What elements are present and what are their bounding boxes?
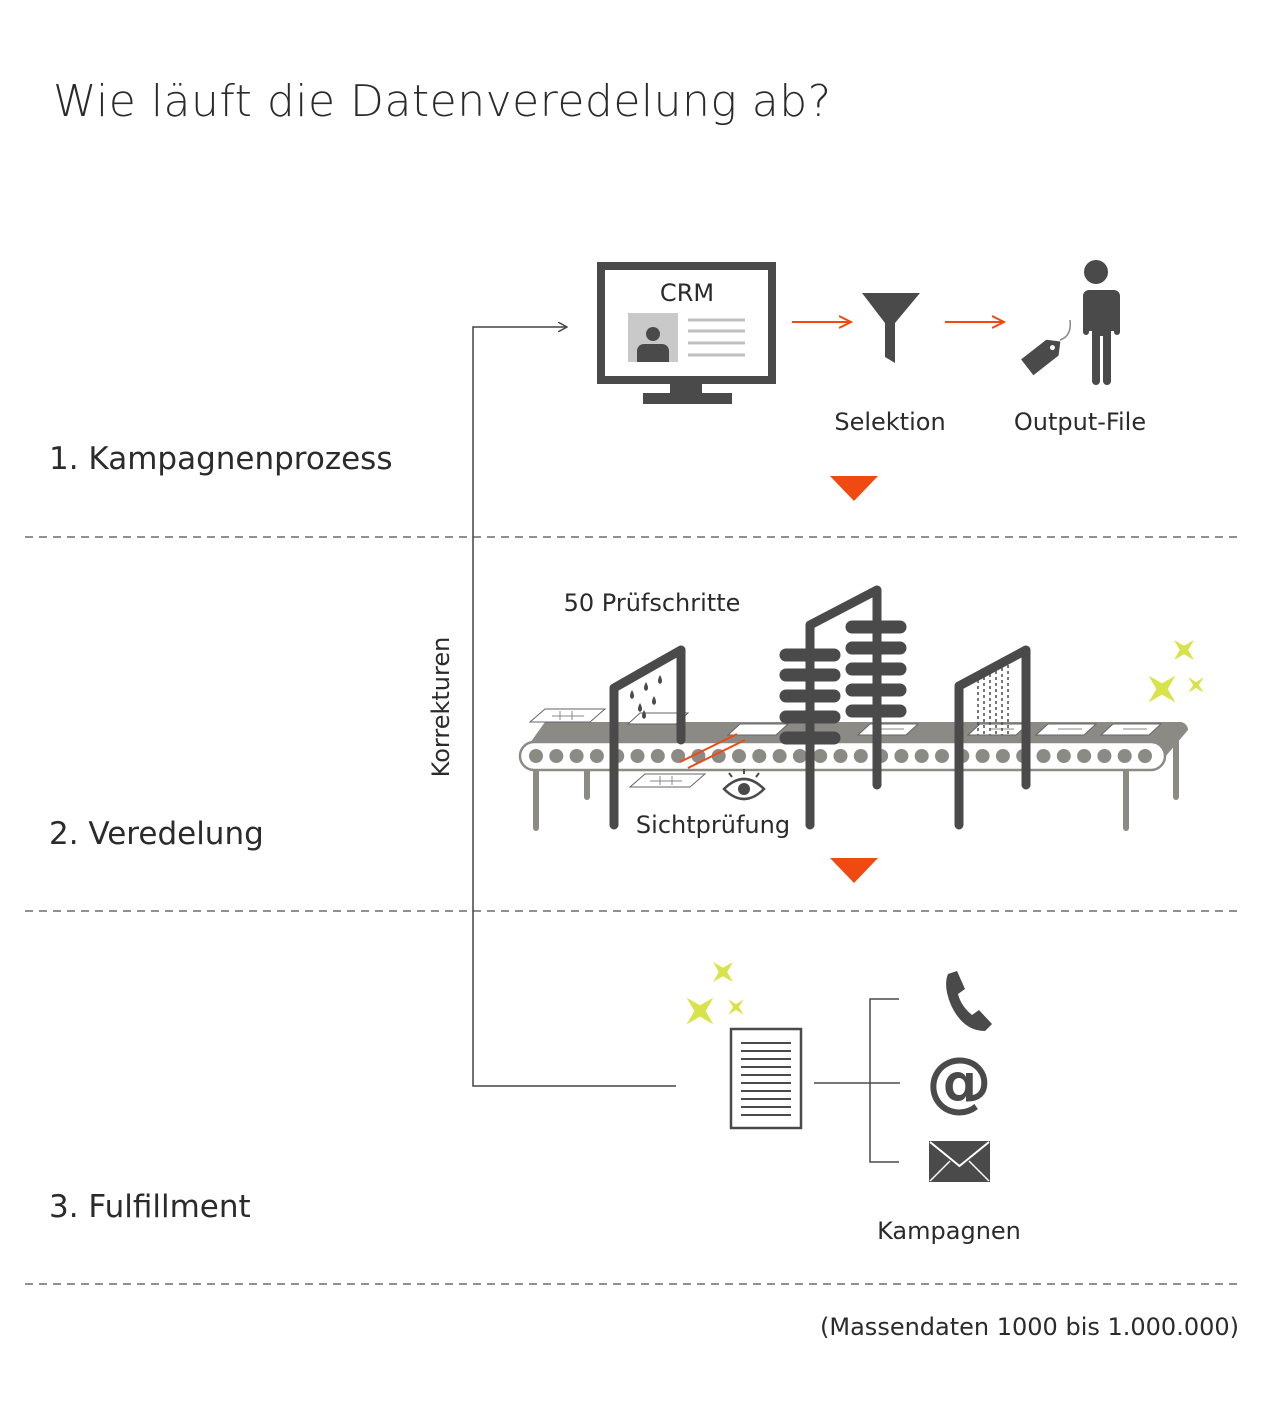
section-label-kampagnenprozess: 1. Kampagnenprozess bbox=[49, 441, 393, 477]
belt-roller bbox=[529, 749, 543, 763]
belt-roller bbox=[894, 749, 909, 763]
down-arrow-2-icon bbox=[830, 858, 878, 883]
belt-roller bbox=[935, 749, 949, 763]
belt-roller bbox=[853, 749, 868, 763]
belt-roller bbox=[671, 749, 686, 763]
section-label-veredelung: 2. Veredelung bbox=[49, 816, 264, 852]
output-file-label: Output-File bbox=[1013, 408, 1147, 436]
phone-icon bbox=[946, 971, 992, 1031]
page-title: Wie läuft die Datenveredelung ab? bbox=[53, 76, 832, 127]
belt-roller bbox=[1077, 749, 1092, 763]
belt-roller bbox=[1097, 749, 1112, 763]
belt-roller bbox=[752, 749, 767, 763]
channel-bracket bbox=[814, 998, 900, 1163]
belt-roller bbox=[792, 749, 807, 763]
belt-roller bbox=[813, 749, 828, 763]
eye-icon bbox=[722, 769, 766, 801]
belt-roller bbox=[589, 749, 604, 763]
at-sign-icon: @ bbox=[926, 1043, 992, 1120]
crm-monitor-icon bbox=[597, 262, 776, 404]
belt-roller bbox=[569, 749, 584, 763]
belt-roller bbox=[1138, 749, 1152, 763]
sparkle-icon bbox=[1148, 640, 1204, 703]
person-with-tag-icon bbox=[1021, 260, 1120, 385]
selektion-label: Selektion bbox=[834, 408, 946, 436]
belt-roller bbox=[1036, 749, 1051, 763]
belt-roller bbox=[732, 749, 746, 763]
belt-roller bbox=[630, 749, 645, 763]
document-icon bbox=[729, 1027, 803, 1130]
belt-roller bbox=[650, 749, 665, 763]
belt-roller bbox=[711, 749, 726, 763]
funnel-icon bbox=[862, 293, 920, 363]
belt-roller bbox=[772, 749, 787, 763]
belt-roller bbox=[975, 749, 990, 763]
sparkle-icon bbox=[686, 962, 744, 1025]
korrekturen-label: Korrekturen bbox=[427, 636, 455, 778]
section-label-fulfillment: 3. Fulfillment bbox=[49, 1189, 251, 1225]
belt-roller bbox=[914, 749, 929, 763]
conveyor-belt-icon bbox=[518, 708, 1188, 831]
feedback-loop-line bbox=[472, 327, 676, 1087]
crm-label: CRM bbox=[659, 279, 715, 307]
spring-press-icon bbox=[779, 585, 907, 830]
belt-roller bbox=[691, 749, 706, 763]
sichtpruefung-label: Sichtprüfung bbox=[635, 811, 791, 839]
belt-roller bbox=[549, 749, 564, 763]
belt-roller bbox=[833, 749, 848, 763]
kampagnen-label: Kampagnen bbox=[877, 1217, 1021, 1245]
pruefschritte-label: 50 Prüfschritte bbox=[563, 589, 741, 617]
belt-roller bbox=[1117, 749, 1132, 763]
envelope-icon bbox=[929, 1141, 990, 1182]
cleaning-gate-icon bbox=[609, 645, 686, 830]
belt-roller bbox=[995, 749, 1010, 763]
footnote: (Massendaten 1000 bis 1.000.000) bbox=[820, 1313, 1239, 1341]
belt-roller bbox=[1056, 749, 1071, 763]
down-arrow-1-icon bbox=[830, 476, 878, 501]
spray-gate-icon bbox=[954, 645, 1031, 830]
